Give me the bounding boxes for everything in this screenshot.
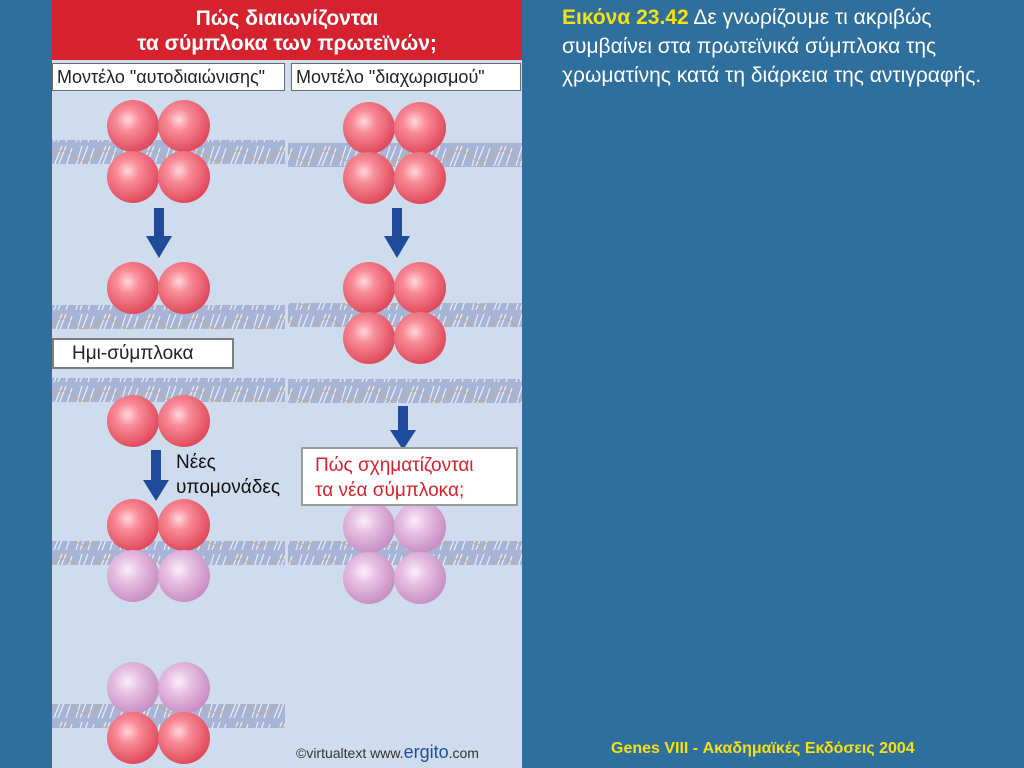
- dna-band: [52, 378, 285, 402]
- question-line2: τα νέα σύμπλοκα;: [315, 480, 465, 501]
- diagram-drawing: [52, 100, 522, 764]
- figure-credit: ©virtualtext www.ergito.com: [296, 742, 479, 763]
- model-label-segregation: Μοντέλο "διαχωρισμού": [291, 63, 521, 91]
- footer-text: Genes VIII - Ακαδημαϊκές Εκδόσεις 2004: [611, 740, 915, 757]
- protein-complex-old: [343, 262, 446, 364]
- new-subunits-line2: υπομονάδες: [176, 477, 280, 498]
- credit-suffix: .com: [448, 745, 479, 761]
- figure-panel: Πώς διαιωνίζονται τα σύμπλοκα των πρωτεϊ…: [52, 0, 522, 768]
- down-arrow-icon: [390, 406, 416, 450]
- figure-title: Πώς διαιωνίζονται τα σύμπλοκα των πρωτεϊ…: [52, 0, 522, 60]
- protein-complex-hybrid: [107, 499, 210, 602]
- new-complex-question-box: Πώς σχηματίζονται τα νέα σύμπλοκα;: [301, 447, 518, 506]
- hemi-complex-label: Ημι-σύμπλοκα: [52, 338, 234, 369]
- protein-complex-old: [343, 102, 446, 204]
- credit-prefix: ©virtualtext www.: [296, 745, 404, 761]
- protein-complex-hybrid: [107, 662, 210, 764]
- dna-band: [52, 305, 285, 329]
- model-label-self-perpetuation: Μοντέλο "αυτοδιαιώνισης": [52, 63, 285, 91]
- caption-text: Δε γνωρίζουμε τι ακριβώς συμβαίνει στα π…: [562, 6, 982, 87]
- down-arrow-icon: [146, 208, 172, 258]
- hemi-complex-old: [107, 395, 210, 447]
- protein-complex-old: [107, 100, 210, 203]
- figure-caption: Εικόνα 23.42 Δε γνωρίζουμε τι ακριβώς συ…: [562, 3, 1022, 90]
- question-line1: Πώς σχηματίζονται: [315, 455, 474, 476]
- new-subunits-line1: Νέες: [176, 452, 216, 473]
- down-arrow-icon: [384, 208, 410, 258]
- hemi-complex-old: [107, 262, 210, 314]
- caption-number: Εικόνα 23.42: [562, 6, 689, 29]
- dna-band: [288, 143, 522, 167]
- new-subunits-label: Νέες υπομονάδες: [176, 450, 306, 500]
- dna-band: [288, 379, 522, 403]
- protein-complex-new: [343, 501, 446, 604]
- down-arrow-icon: [143, 450, 169, 501]
- credit-brand: ergito: [403, 742, 449, 762]
- figure-title-line1: Πώς διαιωνίζονται: [195, 7, 379, 30]
- figure-title-line2: τα σύμπλοκα των πρωτεϊνών;: [137, 32, 437, 55]
